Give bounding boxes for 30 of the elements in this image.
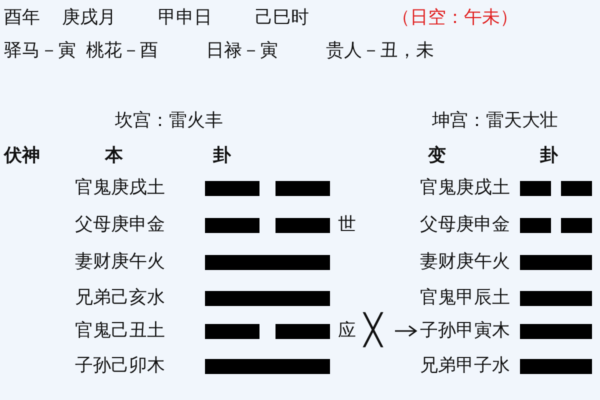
- palace-title: 坎宫：雷火丰: [115, 110, 223, 132]
- line-label: 子孙己卯木: [75, 355, 165, 377]
- line-label: 兄弟己亥水: [75, 287, 165, 309]
- line-label: 官鬼庚戌土: [420, 177, 510, 199]
- column-header: 卦: [540, 145, 558, 167]
- line-label: 官鬼甲辰土: [420, 287, 510, 309]
- column-header: 卦: [213, 145, 231, 167]
- column-header: 伏神: [4, 145, 40, 167]
- star-text: 桃花－酉: [86, 40, 158, 62]
- star-text: 驿马－寅: [4, 40, 76, 62]
- line-label: 子孙甲寅木: [420, 320, 510, 342]
- ying-marker: 应: [338, 320, 356, 342]
- palace-title: 坤宫：雷天大壮: [432, 110, 558, 132]
- date-text: 庚戌月: [62, 7, 116, 29]
- star-text: 日禄－寅: [206, 40, 278, 62]
- line-label: 妻财庚午火: [420, 251, 510, 273]
- date-text: 己巳时: [255, 7, 309, 29]
- shi-marker: 世: [338, 214, 356, 236]
- line-label: 父母庚申金: [420, 214, 510, 236]
- line-label: 官鬼己丑土: [75, 320, 165, 342]
- line-label: 妻财庚午火: [75, 251, 165, 273]
- column-header: 变: [428, 145, 446, 167]
- void-day-note: （日空：午未）: [392, 7, 518, 29]
- line-label: 官鬼庚戌土: [75, 177, 165, 199]
- star-text: 贵人－丑，未: [326, 40, 434, 62]
- date-text: 甲申日: [158, 7, 212, 29]
- column-header: 本: [105, 145, 123, 167]
- date-text: 酉年: [4, 7, 40, 29]
- line-label: 兄弟甲子水: [420, 355, 510, 377]
- line-label: 父母庚申金: [75, 214, 165, 236]
